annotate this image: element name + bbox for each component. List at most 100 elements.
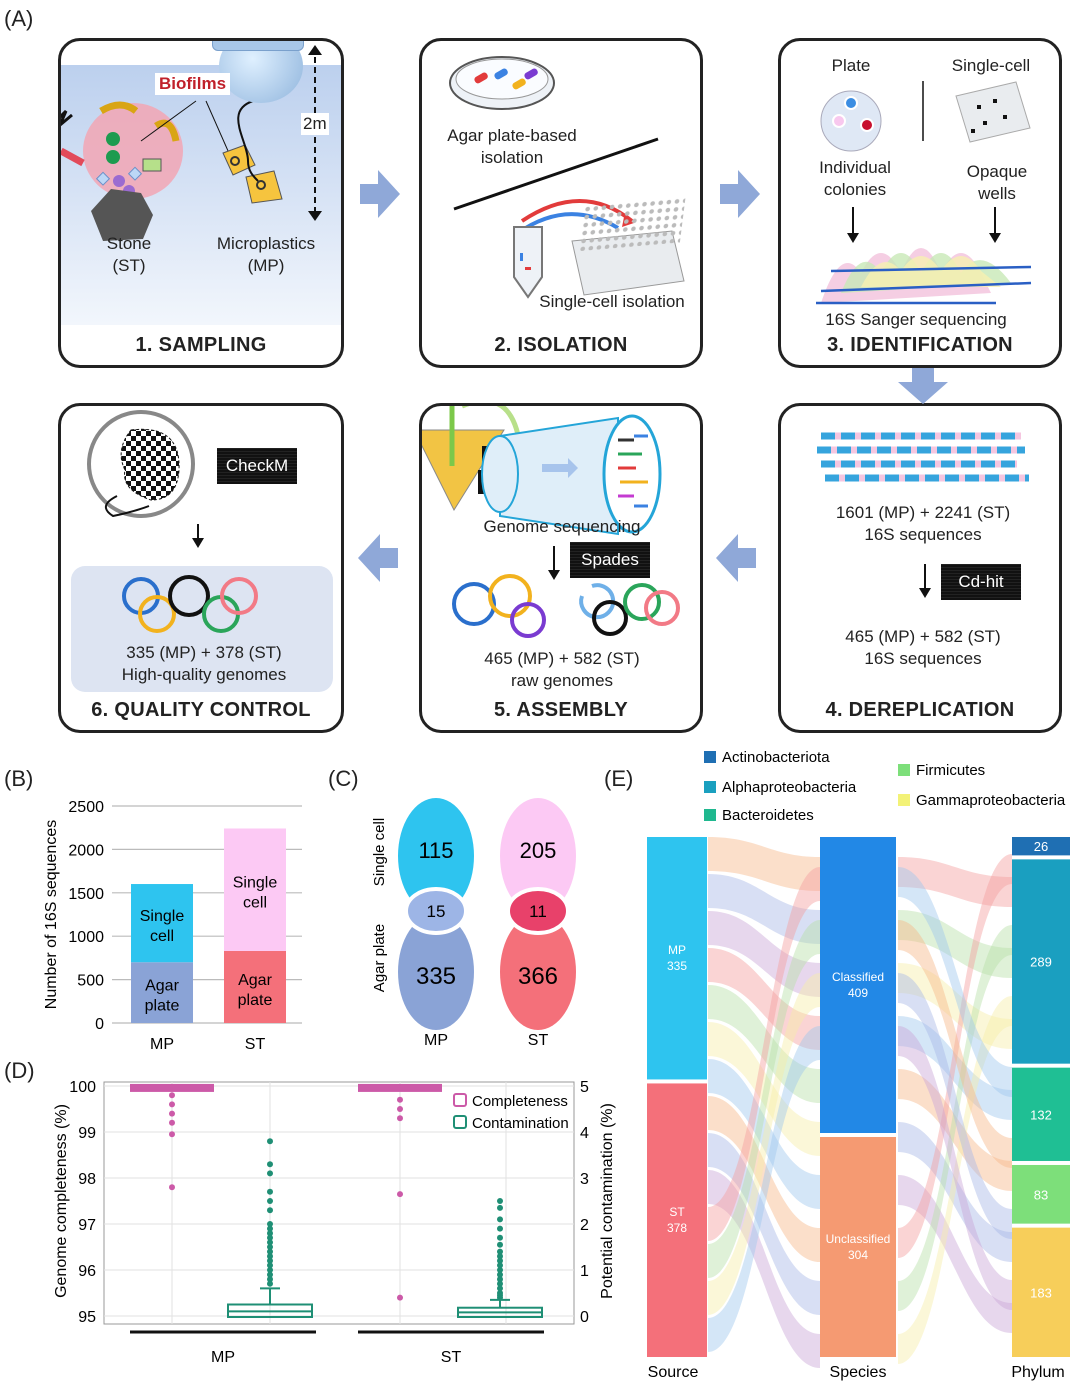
hq-genomes-box: [71, 566, 333, 692]
bar-mp-1: [131, 884, 193, 963]
arrow-right-2: [720, 170, 760, 218]
legend-label: Gammaproteobacteria: [916, 792, 1066, 809]
dereplication-panel: 1601 (MP) + 2241 (ST) 16S sequences Cd-h…: [778, 403, 1062, 733]
completeness-outlier: [397, 1115, 403, 1122]
x-tick-label: ST: [245, 1036, 266, 1053]
x-tick-label: ST: [441, 1349, 462, 1366]
contamination-outlier: [267, 1257, 273, 1264]
stone-label: Stone (ST): [106, 234, 152, 275]
contamination-outlier: [497, 1234, 503, 1241]
contamination-outlier: [267, 1239, 273, 1246]
contamination-outlier: [267, 1234, 273, 1241]
node-name: ST: [669, 1205, 685, 1219]
y-tick-label: 99: [78, 1125, 96, 1142]
bar-st-1: [224, 828, 286, 951]
sankey-flow: [898, 867, 1012, 1097]
single-cell-isolation-label: Single-cell isolation: [539, 292, 685, 311]
completeness-outlier: [169, 1110, 175, 1117]
y-tick-label: 2500: [68, 799, 104, 816]
sankey-flow: [708, 867, 820, 1241]
y-tick-label: 1000: [68, 929, 104, 946]
completeness-outlier: [397, 1191, 403, 1198]
sanger-label: 16S Sanger sequencing: [825, 310, 1007, 329]
contamination-outlier: [267, 1188, 273, 1195]
completeness-outlier: [397, 1106, 403, 1112]
sankey-flow: [708, 1022, 820, 1156]
quality-title: 6. QUALITY CONTROL: [91, 699, 311, 721]
row-label-single-cell: Single cell: [371, 818, 388, 886]
plot-frame: [103, 1081, 575, 1325]
node-value: 83: [1034, 1187, 1048, 1202]
panel-label-d: (D): [4, 1058, 35, 1083]
assembly-title: 5. ASSEMBLY: [493, 699, 629, 721]
sankey-flow: [708, 1059, 820, 1209]
node-name: Classified: [832, 970, 884, 984]
contamination-outlier: [497, 1241, 503, 1248]
sampling-title: 1. SAMPLING: [135, 334, 267, 356]
sampling-illustration: [61, 45, 322, 241]
venn-single-cell-value: 115: [418, 838, 453, 863]
legend-label: Bacteroidetes: [722, 807, 814, 824]
contamination-outlier: [497, 1294, 503, 1301]
completeness-outlier: [169, 1184, 175, 1191]
contamination-outlier: [267, 1271, 273, 1278]
legend-swatch: [704, 751, 716, 763]
contamination-outlier: [267, 1276, 273, 1283]
species-node-classified: [820, 837, 896, 1133]
contamination-outlier: [497, 1267, 503, 1273]
assembly-panel: Genome sequencing Spades 465 (MP) + 582 …: [419, 403, 703, 733]
sankey-flow: [708, 874, 820, 944]
buoy-band: [212, 41, 304, 51]
sankey-flow: [708, 1170, 820, 1368]
y-tick-label: 0: [95, 1016, 104, 1033]
venn-agar-plate-mp: [398, 914, 474, 1030]
contamination-outlier: [267, 1248, 273, 1255]
bar-mp-0: [131, 962, 193, 1023]
after-dereplication-label: 465 (MP) + 582 (ST) 16S sequences: [845, 627, 1001, 668]
arrow-down-3: [898, 368, 948, 404]
y-tick-label: 96: [78, 1263, 96, 1280]
spades-tag: Spades: [570, 542, 650, 578]
y-tick-label: 2000: [68, 842, 104, 859]
legend-completeness-swatch: [453, 1093, 467, 1107]
quality-panel: CheckM 335 (MP) + 378 (ST) High-quality …: [58, 403, 344, 733]
venn-overlap-value: 15: [427, 902, 446, 921]
sankey-flow: [708, 1096, 820, 1262]
sankey-flow: [898, 857, 1012, 907]
completeness-box: [130, 1083, 214, 1092]
venn-single-cell-value: 205: [520, 838, 557, 863]
completeness-outlier: [169, 1131, 175, 1138]
completeness-outlier: [169, 1092, 175, 1099]
raw-genomes-label: 465 (MP) + 582 (ST) raw genomes: [484, 649, 640, 690]
contamination-outlier: [267, 1221, 273, 1227]
identification-illustration: [816, 81, 1032, 305]
y-tick-label: 95: [78, 1309, 96, 1326]
x-tick-label: MP: [211, 1349, 235, 1366]
bar-st-0: [224, 950, 286, 1023]
identification-panel: Plate Single-cell Individual colonies Op…: [778, 38, 1062, 368]
y-axis-label: Genome completeness (%): [53, 1104, 70, 1298]
venn-overlap-st: [506, 887, 570, 935]
contamination-outlier: [497, 1262, 503, 1269]
venn-overlap-mp: [404, 887, 468, 935]
sankey-flow: [898, 1016, 1012, 1120]
sampling-panel: Biofilms 2m Stone (ST) Microplastics (MP…: [58, 38, 344, 368]
isolation-title: 2. ISOLATION: [494, 334, 628, 356]
node-value: 378: [667, 1221, 687, 1235]
node-value: 26: [1034, 839, 1048, 854]
contamination-outlier: [267, 1230, 273, 1237]
sankey-flow: [898, 1069, 1012, 1191]
node-name: Unclassified: [826, 1232, 891, 1246]
phylum-node-actinobacteriota: [1012, 837, 1070, 856]
node-value: 304: [848, 1248, 868, 1262]
contamination-outlier: [497, 1216, 503, 1223]
contamination-outlier: [497, 1198, 503, 1204]
isolation-panel: Agar plate-based isolation Single-cell i…: [419, 38, 703, 368]
sankey-chart: ActinobacteriotaAlphaproteobacteriaBacte…: [647, 749, 1070, 1381]
rings-icon: [122, 575, 258, 633]
axis-label-species: Species: [830, 1364, 887, 1381]
venn-agar-plate-value: 335: [416, 963, 456, 990]
